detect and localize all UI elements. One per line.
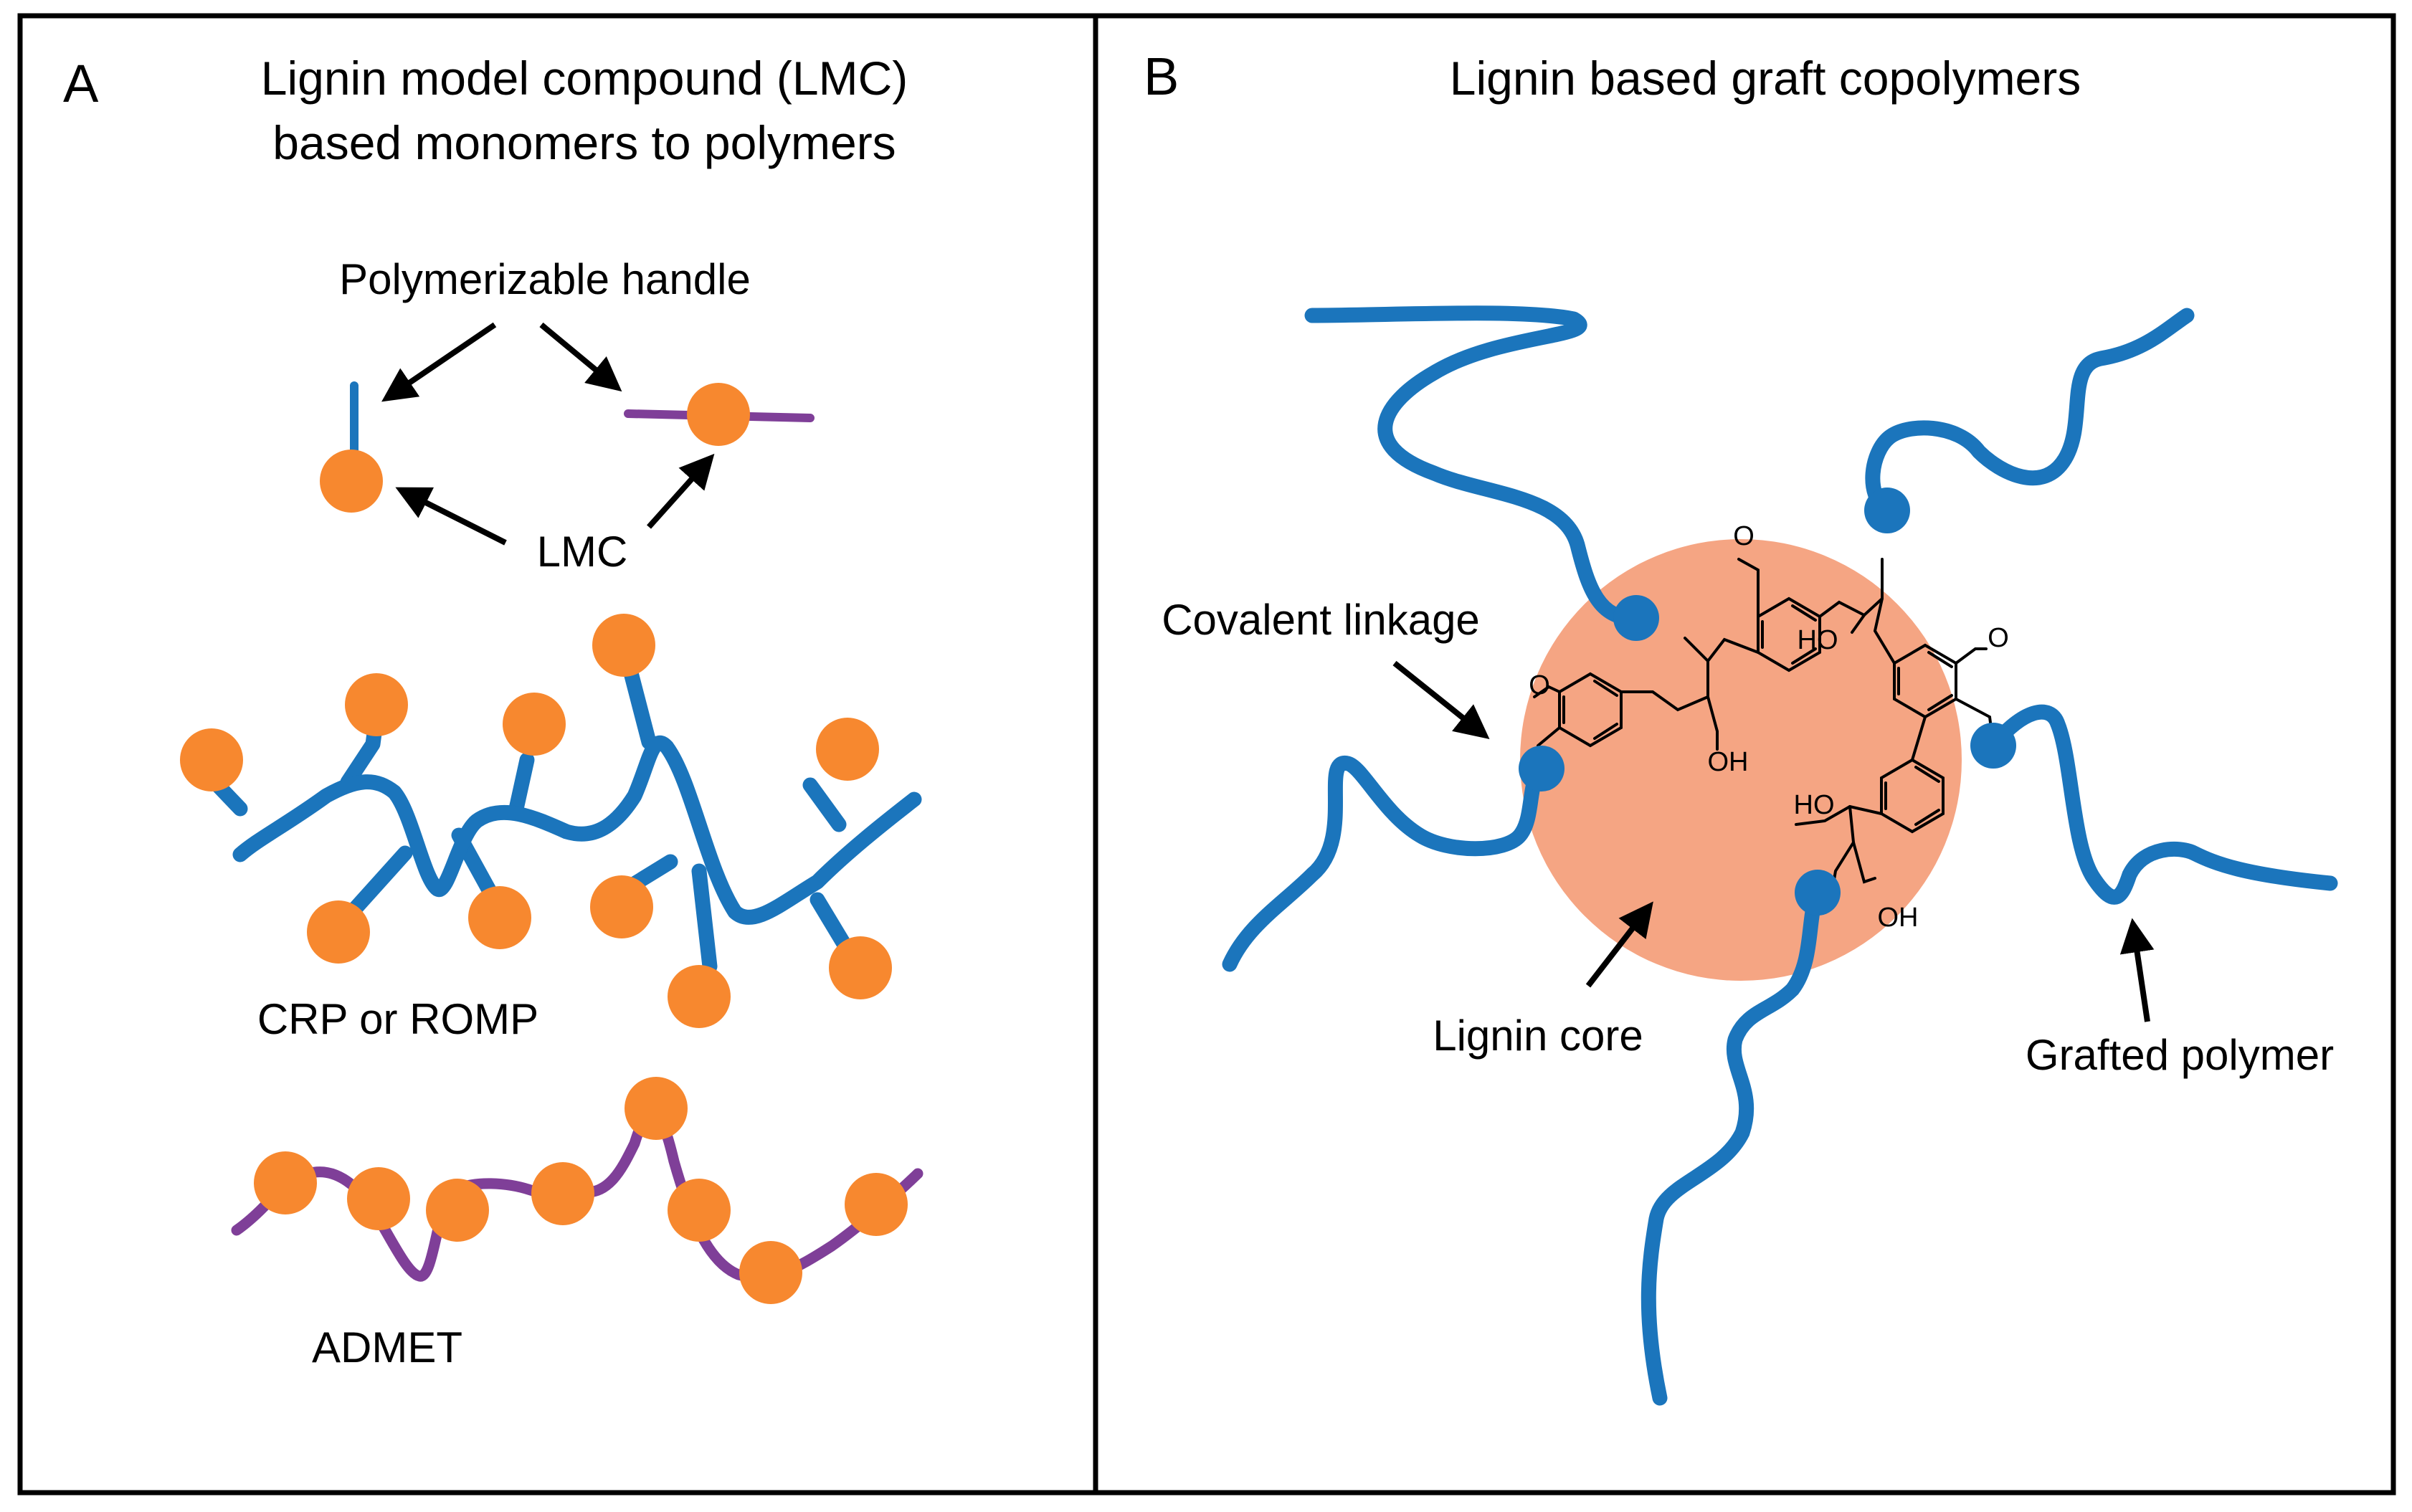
crp-monomer bbox=[829, 936, 892, 999]
panel-a-title-line2: based monomers to polymers bbox=[272, 116, 896, 169]
covalent-linkage-arrow bbox=[1392, 660, 1490, 739]
lignin-core-arrow bbox=[1585, 901, 1653, 988]
lmc-monomer-2 bbox=[687, 383, 750, 446]
crp-monomer bbox=[592, 614, 655, 677]
admet-monomer bbox=[625, 1077, 688, 1140]
crp-monomer bbox=[180, 728, 243, 791]
lmc-arrow-left bbox=[395, 487, 507, 546]
admet-monomer bbox=[845, 1173, 908, 1236]
admet-monomer bbox=[347, 1167, 410, 1230]
panel-b-letter: B bbox=[1144, 47, 1179, 106]
methoxy-o-3: O bbox=[1988, 623, 2009, 653]
hydroxyl-ho-2: HO bbox=[1794, 790, 1835, 820]
admet-monomer bbox=[668, 1179, 731, 1242]
graft-chain-right bbox=[1985, 704, 2338, 905]
panel-a-letter: A bbox=[63, 54, 99, 113]
methoxy-o-1: O bbox=[1733, 521, 1755, 551]
grafted-chains bbox=[1222, 305, 2338, 1406]
crp-monomer bbox=[503, 693, 566, 756]
hydroxyl-oh-2: OH bbox=[1878, 903, 1919, 933]
graft-chain-top-right bbox=[1865, 308, 2195, 518]
handle-arrow-left bbox=[381, 322, 497, 402]
graft-chain-bottom bbox=[1641, 885, 1825, 1406]
lmc-monomer-1 bbox=[320, 450, 383, 513]
admet-polymer bbox=[231, 1077, 924, 1304]
lignin-core-label: Lignin core bbox=[1433, 1012, 1643, 1060]
methoxy-o-2: O bbox=[1529, 670, 1550, 700]
crp-monomer bbox=[668, 965, 731, 1028]
lignin-structure: O O O HO OH HO OH bbox=[1529, 521, 2009, 933]
panel-a: A Lignin model compound (LMC) based mono… bbox=[63, 52, 924, 1371]
admet-monomer bbox=[426, 1179, 489, 1242]
hydroxyl-oh-1: OH bbox=[1708, 747, 1749, 777]
admet-monomer bbox=[531, 1162, 594, 1225]
admet-monomer bbox=[739, 1241, 802, 1304]
crp-backbone bbox=[232, 735, 922, 925]
graft-chain-left bbox=[1222, 756, 1549, 972]
admet-label: ADMET bbox=[312, 1323, 462, 1371]
crp-monomer bbox=[307, 900, 370, 964]
crp-monomer bbox=[590, 875, 653, 938]
linkage-point bbox=[1613, 595, 1659, 641]
lmc-label: LMC bbox=[537, 528, 628, 576]
crp-monomer bbox=[816, 718, 879, 781]
linkage-point bbox=[1864, 488, 1910, 533]
graft-chain-top-left bbox=[1304, 305, 1644, 626]
lignin-core bbox=[1520, 539, 1962, 981]
hydroxyl-ho-1: HO bbox=[1798, 625, 1838, 655]
grafted-polymer-arrow bbox=[2119, 918, 2155, 1022]
crp-monomer bbox=[345, 673, 408, 736]
handle-label: Polymerizable handle bbox=[339, 255, 751, 303]
lmc-arrow-right bbox=[647, 453, 715, 529]
admet-monomer bbox=[254, 1151, 317, 1214]
linkage-point bbox=[1795, 870, 1841, 916]
crp-romp-polymer bbox=[180, 614, 922, 1028]
covalent-linkage-label: Covalent linkage bbox=[1162, 596, 1480, 644]
grafted-polymer-label: Grafted polymer bbox=[2026, 1031, 2334, 1079]
linkage-point bbox=[1519, 746, 1565, 791]
linkage-point bbox=[1970, 723, 2016, 769]
panel-b-frame bbox=[1093, 13, 2396, 1496]
lower-ring bbox=[1880, 758, 1945, 834]
panel-b: B Lignin based graft copolymers bbox=[1144, 47, 2338, 1406]
panel-a-title-line1: Lignin model compound (LMC) bbox=[261, 52, 908, 105]
panel-b-title: Lignin based graft copolymers bbox=[1450, 52, 2081, 105]
handle-arrow-right bbox=[539, 322, 622, 392]
crp-monomer bbox=[468, 886, 531, 949]
crp-romp-label: CRP or ROMP bbox=[257, 995, 538, 1043]
